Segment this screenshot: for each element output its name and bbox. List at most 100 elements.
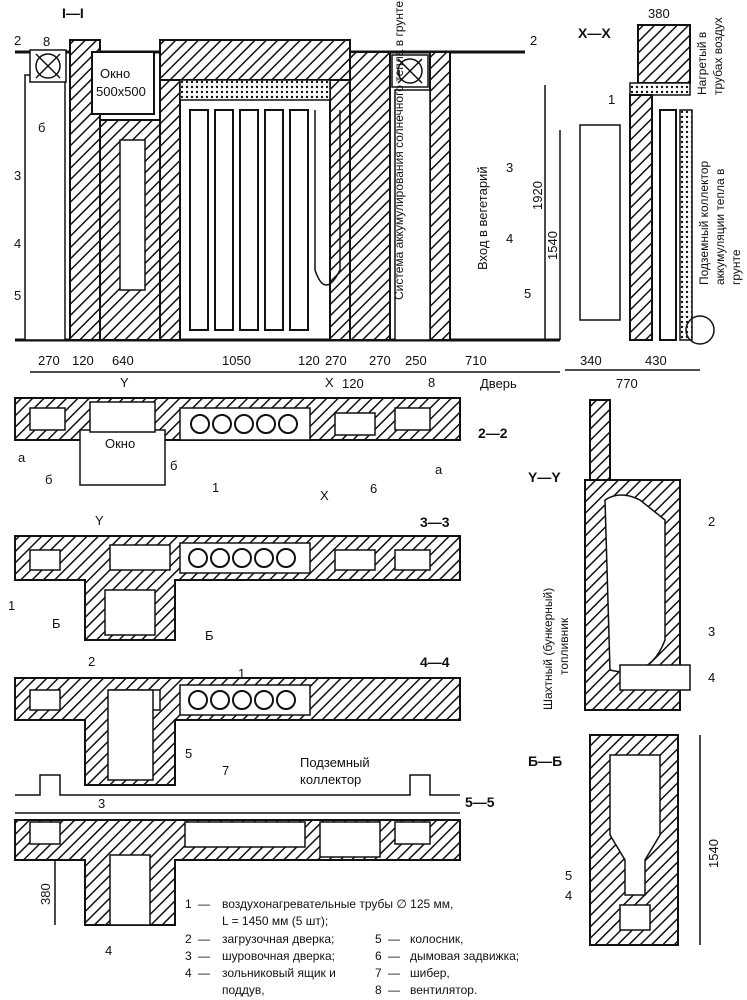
svg-text:воздухонагревательные трубы ∅: воздухонагревательные трубы ∅ 125 мм,	[222, 897, 453, 911]
dimension: 430	[645, 353, 667, 368]
window-label: Окно	[100, 66, 130, 81]
section-title: Б—Б	[528, 753, 562, 769]
cut-marker-2: 2	[14, 33, 21, 48]
svg-text:—: —	[198, 897, 210, 911]
marker-b6: б	[170, 458, 177, 473]
cut-marker-x: X	[325, 375, 334, 390]
dimension: 380	[38, 883, 53, 905]
svg-text:—: —	[198, 966, 210, 980]
svg-text:7: 7	[375, 966, 382, 980]
section-2-2: 2—2 Окно Y X 8 а б б 1 6 а X Y	[14, 375, 508, 528]
dimension: 1920	[530, 181, 545, 210]
dimension: 1540	[545, 231, 560, 260]
svg-text:250: 250	[405, 353, 427, 368]
svg-text:—: —	[388, 949, 400, 963]
plan-dimensions: 270 120 640 1050 120 270 270 250 710 120…	[38, 353, 517, 391]
section-3-3: 3—3 1 Б Б 2	[8, 514, 461, 669]
marker-1: 1	[608, 92, 615, 107]
svg-text:8: 8	[375, 983, 382, 997]
section-x-x: X—X 380 1 Нагретый в трубах воздух Подзе…	[530, 6, 743, 391]
tube-plan	[188, 548, 296, 568]
cut-marker-4: 4	[14, 236, 21, 251]
marker-5: 5	[185, 746, 192, 761]
collector-label: грунте	[729, 249, 743, 285]
firebox-label: топливник	[557, 617, 571, 675]
svg-text:120: 120	[298, 353, 320, 368]
heated-air-label: трубах воздух	[711, 17, 725, 95]
section-title: X—X	[578, 25, 611, 41]
cut-marker-4: 4	[506, 231, 513, 246]
marker-3: 3	[98, 796, 105, 811]
svg-text:L = 1450 мм (5 шт);: L = 1450 мм (5 шт);	[222, 914, 328, 928]
section-title: 4—4	[420, 654, 450, 670]
svg-text:—: —	[198, 932, 210, 946]
marker-b6: б	[38, 120, 45, 135]
cut-marker-b: Б	[205, 628, 214, 643]
svg-text:—: —	[198, 949, 210, 963]
svg-text:4: 4	[185, 966, 192, 980]
window-500x500	[91, 51, 155, 115]
svg-text:1050: 1050	[222, 353, 251, 368]
collector-label: аккумуляции тепла в	[713, 169, 727, 285]
dimension: 1540	[706, 839, 721, 868]
marker-4: 4	[565, 888, 572, 903]
solar-system-label: Система аккумулирования солнечного тепла…	[392, 1, 406, 300]
svg-text:—: —	[388, 932, 400, 946]
svg-text:загрузочная дверка;: загрузочная дверка;	[222, 932, 334, 946]
svg-text:6: 6	[375, 949, 382, 963]
svg-text:640: 640	[112, 353, 134, 368]
marker-8: 8	[43, 34, 50, 49]
fan-icon	[29, 49, 67, 83]
marker-1: 1	[238, 666, 245, 681]
marker-a: а	[435, 462, 443, 477]
cut-marker-3: 3	[506, 160, 513, 175]
svg-text:710: 710	[465, 353, 487, 368]
section-title: Y—Y	[528, 469, 561, 485]
cut-marker-5: 5	[524, 286, 531, 301]
marker-1: 1	[212, 480, 219, 495]
cut-marker-5: 5	[14, 288, 21, 303]
marker-8: 8	[428, 375, 435, 390]
tube-plan	[190, 414, 298, 434]
section-title: 2—2	[478, 425, 508, 441]
section-title: 5—5	[465, 794, 495, 810]
dimension: 340	[580, 353, 602, 368]
firebox-label: Шахтный (бункерный)	[541, 588, 555, 710]
marker-5: 5	[565, 868, 572, 883]
svg-text:колосник,: колосник,	[410, 932, 464, 946]
svg-text:поддув,: поддув,	[222, 983, 265, 997]
svg-text:вентилятор.: вентилятор.	[410, 983, 477, 997]
marker-2: 2	[708, 514, 715, 529]
marker-b6: б	[45, 472, 52, 487]
collector-label: Подземный коллектор	[697, 160, 711, 285]
svg-text:—: —	[388, 966, 400, 980]
svg-text:3: 3	[185, 949, 192, 963]
marker-7: 7	[222, 763, 229, 778]
marker-a: а	[18, 450, 26, 465]
marker-2: 2	[88, 654, 95, 669]
marker-6: 6	[370, 481, 377, 496]
air-heating-tubes	[189, 109, 309, 331]
entrance-label: Вход в вегетарий	[475, 166, 490, 270]
collector-label: Подземный	[300, 755, 370, 770]
svg-text:шибер,: шибер,	[410, 966, 450, 980]
svg-text:270: 270	[38, 353, 60, 368]
window-size: 500x500	[96, 84, 146, 99]
dimension: 770	[616, 376, 638, 391]
marker-1: 1	[8, 598, 15, 613]
section-1-1: I—I Окно 500x500 8	[14, 1, 560, 391]
svg-text:2: 2	[185, 932, 192, 946]
section-4-4: 4—4 1 5 3	[14, 654, 461, 811]
tube-plan	[188, 690, 296, 710]
section-5-5: Подземный коллектор 7 5—5 380 4	[14, 755, 495, 958]
marker-4: 4	[708, 670, 715, 685]
svg-text:270: 270	[325, 353, 347, 368]
section-title: I—I	[62, 5, 84, 21]
svg-text:120: 120	[72, 353, 94, 368]
section-y-y: Y—Y 2 3 4 Шахтный (бункерный) топливник	[528, 399, 715, 711]
svg-text:—: —	[388, 983, 400, 997]
section-b-b: Б—Б 1540 5 4	[528, 734, 721, 946]
fan-icon	[391, 54, 429, 88]
svg-text:5: 5	[375, 932, 382, 946]
